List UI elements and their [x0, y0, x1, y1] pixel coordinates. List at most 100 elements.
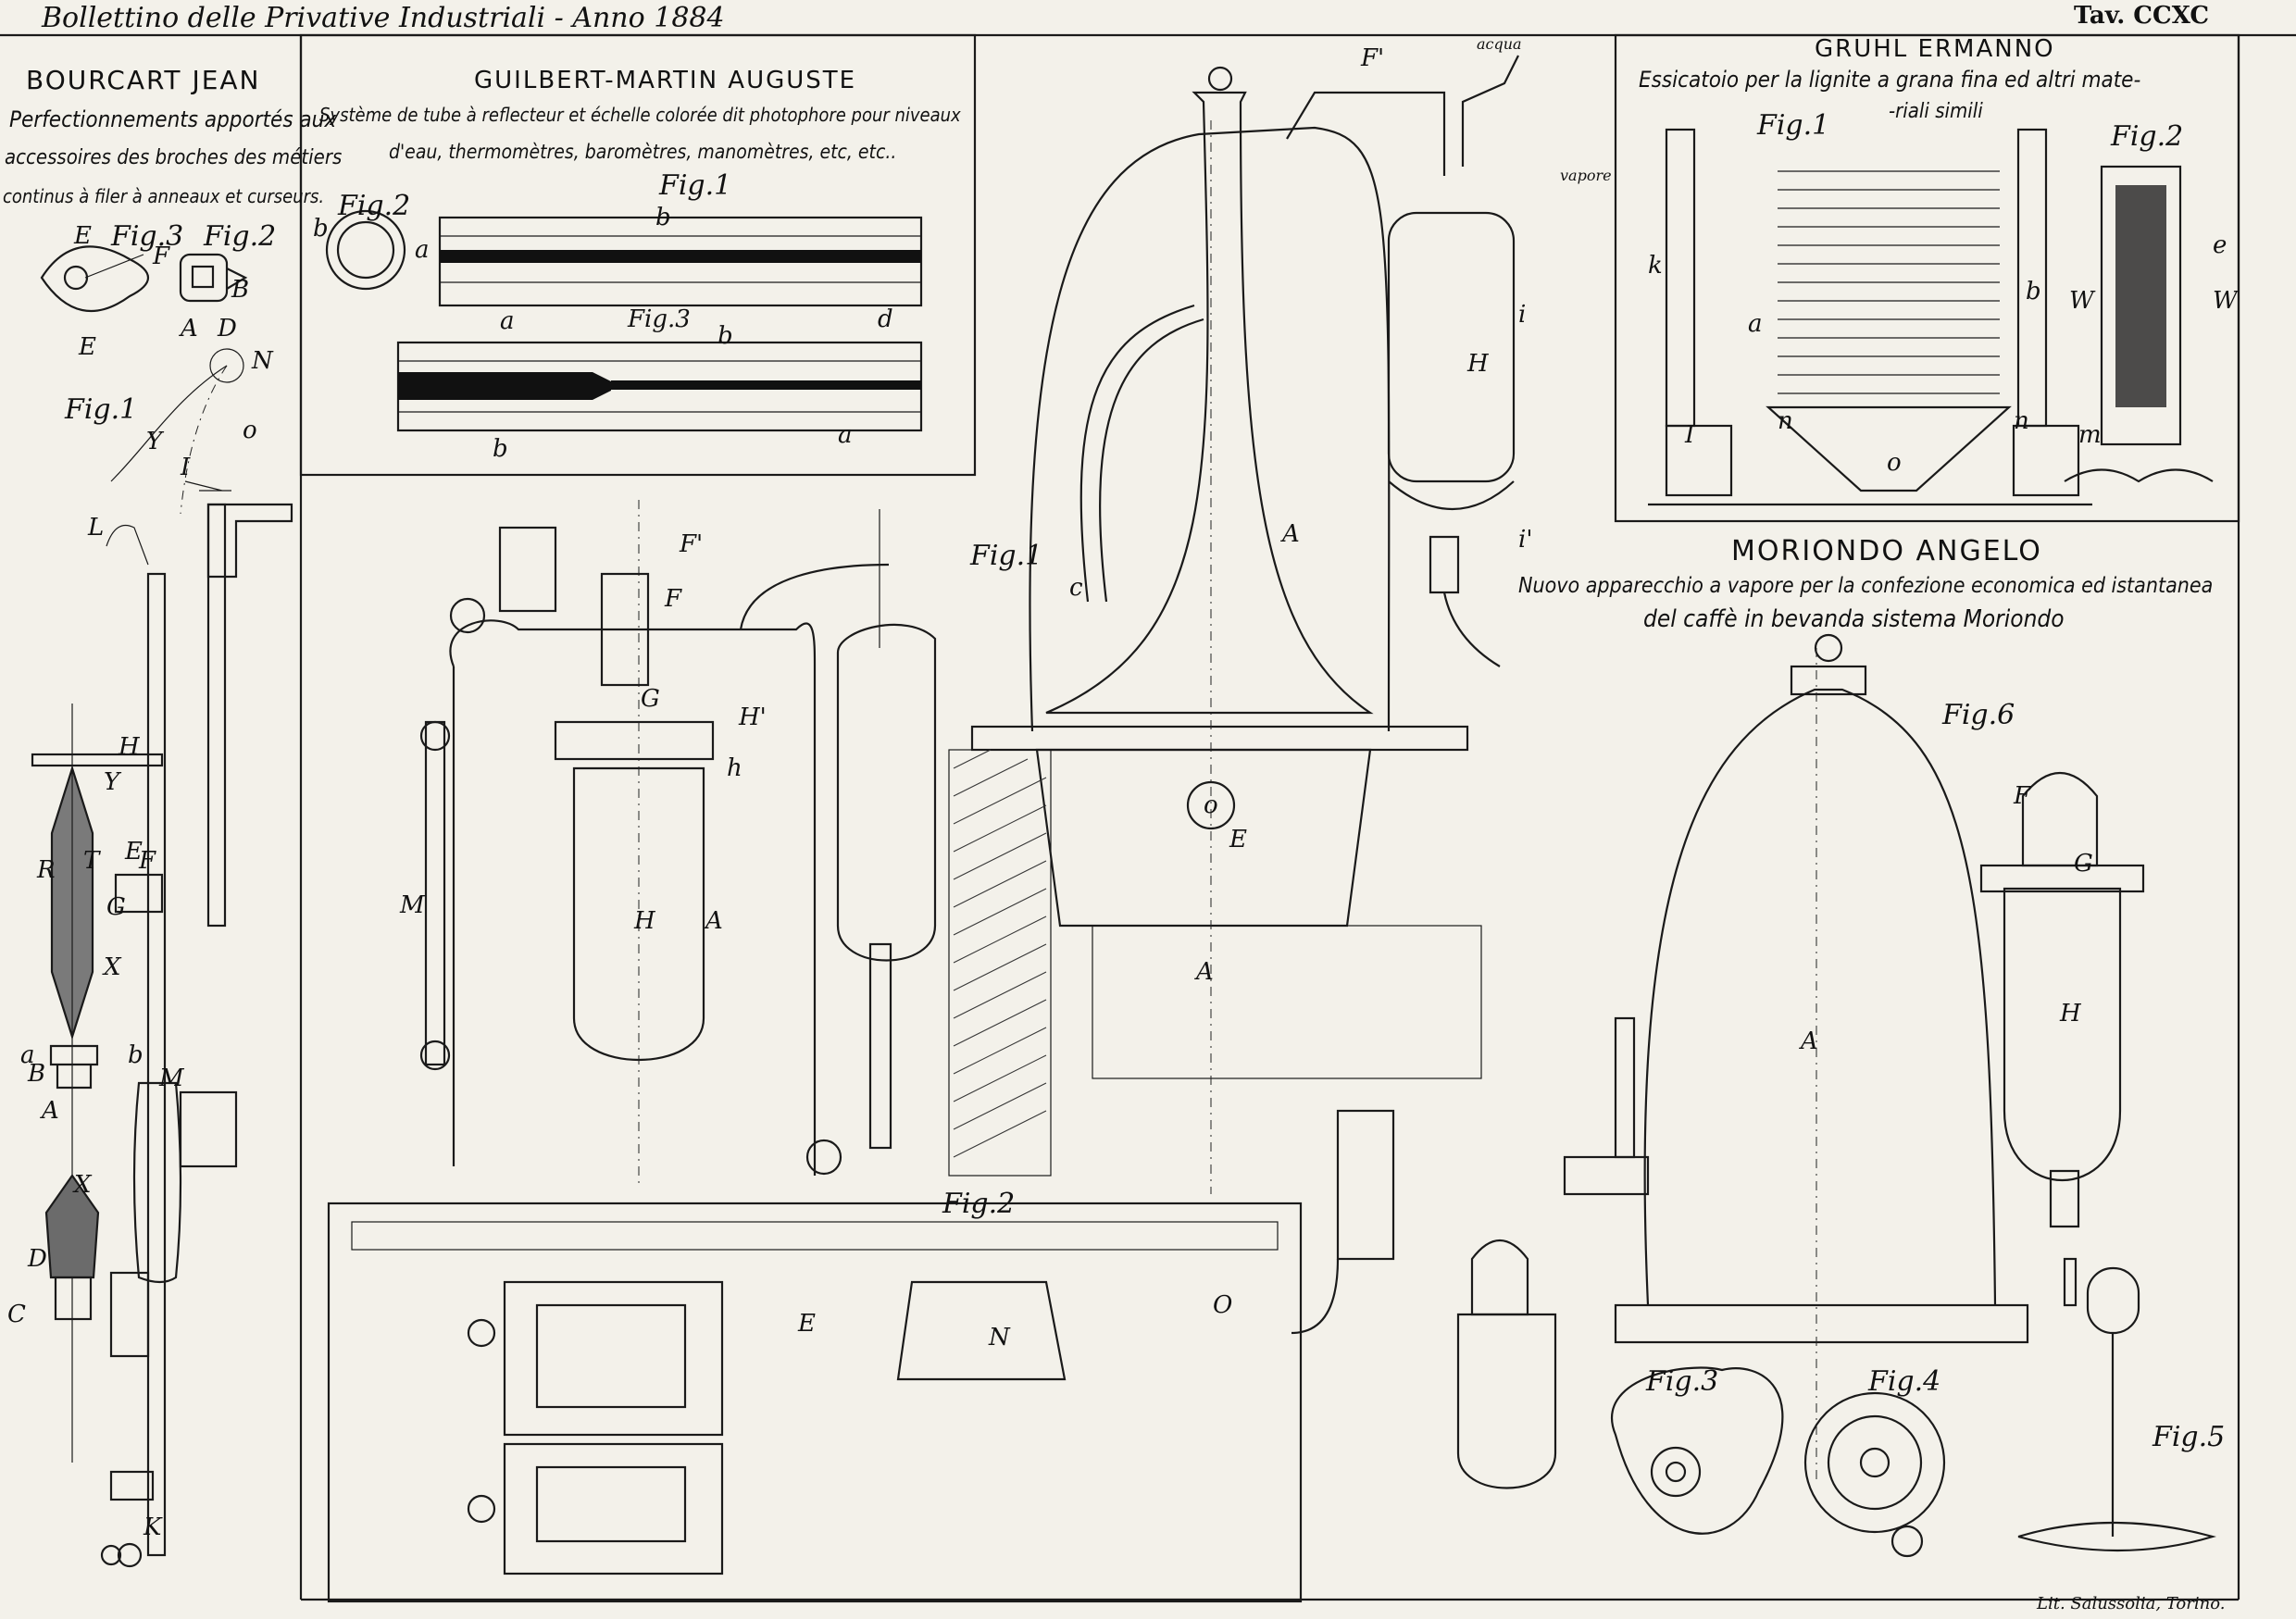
guilbert-desc-1: Système de tube à reflecteur et échelle … — [319, 104, 961, 126]
guilbert-fig2-label: Fig.2 — [338, 190, 411, 222]
gruhl-label-w1: W — [2069, 287, 2094, 315]
bourcart-label-k: K — [144, 1513, 162, 1541]
gruhl-fig1-label: Fig.1 — [1757, 109, 1830, 142]
bourcart-label-h: H — [119, 733, 140, 761]
bourcart-fig2-label: Fig.2 — [204, 220, 277, 253]
bourcart-label-e2: E — [79, 333, 96, 361]
bourcart-label-t: T — [83, 847, 100, 875]
bourcart-label-m: M — [159, 1065, 184, 1092]
bourcart-label-a-small: a — [20, 1041, 35, 1069]
journal-header: Bollettino delle Privative Industriali -… — [42, 2, 725, 34]
bourcart-label-a2: A — [42, 1097, 59, 1125]
moriondo-label-m: M — [400, 891, 425, 919]
moriondo-fig1-left — [419, 500, 937, 1185]
moriondo-fig1-urn — [948, 55, 1519, 1194]
moriondo-label-iprime: i' — [1518, 526, 1533, 554]
bourcart-fig3-label: Fig.3 — [111, 220, 184, 253]
moriondo-label-fprime-top: F' — [1361, 44, 1385, 72]
bourcart-label-r: R — [37, 856, 56, 884]
moriondo-label-f: F — [665, 585, 682, 613]
moriondo-fig2-furnace — [327, 1109, 1395, 1603]
guilbert-desc-2: d'eau, thermomètres, baromètres, manomèt… — [389, 141, 897, 163]
bourcart-label-b-small: b — [128, 1041, 144, 1069]
moriondo-fig5-label: Fig.5 — [2152, 1421, 2226, 1453]
moriondo-name: MORIONDO ANGELO — [1731, 535, 2042, 567]
bourcart-label-e3: E — [125, 838, 143, 866]
moriondo-label-hprime: H' — [739, 704, 767, 731]
moriondo-label-acqua: acqua — [1477, 35, 1522, 53]
bourcart-fig1 — [31, 348, 293, 1568]
plate-number: Tav. CCXC — [2074, 2, 2210, 30]
bourcart-name: BOURCART JEAN — [26, 65, 261, 95]
gruhl-label-a: a — [1748, 310, 1763, 338]
moriondo-fig1-steamcock — [1456, 1016, 1650, 1489]
moriondo-label-h-small: h — [727, 754, 742, 782]
moriondo-fig3-flange — [1611, 1366, 1784, 1535]
guilbert-label-b2: b — [655, 204, 671, 231]
gruhl-desc-2: -riali simili — [1889, 100, 1983, 123]
moriondo-label-a-fig6: A — [1801, 1027, 1818, 1055]
guilbert-label-b3: b — [718, 322, 733, 350]
gruhl-fig2-checker — [2064, 165, 2214, 483]
bourcart-label-x1: X — [104, 953, 121, 981]
bourcart-fig2 — [179, 253, 248, 303]
moriondo-label-g-fig6: G — [2074, 850, 2093, 878]
bourcart-label-y2: Y — [104, 768, 120, 796]
gruhl-fig1-dryer — [1648, 128, 2092, 506]
bourcart-label-g: G — [106, 893, 126, 921]
gruhl-label-e: e — [2213, 231, 2227, 259]
guilbert-label-b4: b — [493, 435, 508, 463]
panel-borders — [0, 33, 2296, 1601]
guilbert-fig2-ring — [325, 209, 406, 291]
gruhl-label-o: o — [1887, 449, 1902, 477]
guilbert-fig3-tube — [396, 341, 923, 432]
moriondo-label-n-fig2: N — [989, 1324, 1010, 1351]
bourcart-label-d2: D — [28, 1245, 47, 1273]
moriondo-fig3-label: Fig.3 — [1646, 1365, 1719, 1398]
moriondo-desc-1: Nuovo apparecchio a vapore per la confez… — [1518, 574, 2214, 598]
bourcart-label-l: L — [88, 514, 105, 542]
bourcart-label-a: A — [181, 315, 198, 342]
moriondo-fig2-label: Fig.2 — [942, 1188, 1016, 1220]
moriondo-label-e-fig1: E — [1229, 826, 1247, 853]
guilbert-label-b1: b — [313, 215, 329, 243]
gruhl-desc-1: Essicatoio per la lignite a grana fina e… — [1639, 67, 2141, 93]
moriondo-label-h-fig6: H — [2060, 1000, 2081, 1027]
moriondo-label-h-upper: H — [1467, 350, 1489, 378]
moriondo-label-o-fig2: O — [1213, 1291, 1233, 1319]
bourcart-label-x2: X — [74, 1171, 92, 1199]
guilbert-fig3-label: Fig.3 — [628, 305, 691, 333]
gruhl-label-b: b — [2026, 278, 2041, 305]
bourcart-desc-3: continus à filer à anneaux et curseurs. — [3, 185, 325, 207]
guilbert-label-d: d — [878, 305, 893, 333]
moriondo-label-i: i — [1518, 301, 1527, 329]
guilbert-label-a2: a — [500, 307, 515, 335]
guilbert-label-a3: a — [838, 421, 853, 449]
moriondo-fig1-label: Fig.1 — [970, 540, 1043, 572]
moriondo-label-vapore: vapore — [1560, 167, 1612, 184]
gruhl-label-i: I — [1685, 421, 1695, 449]
firebox-hatch — [953, 749, 1047, 1158]
gruhl-label-n1: n — [1778, 407, 1793, 435]
lithographer-credit: Lit. Salussolia, Torino. — [2037, 1594, 2226, 1613]
bourcart-label-n: N — [252, 347, 273, 375]
gruhl-name: GRUHL ERMANNO — [1815, 35, 2055, 63]
moriondo-label-a-left: A — [705, 907, 723, 935]
bourcart-label-e1: E — [74, 222, 92, 250]
bourcart-label-o: o — [243, 417, 257, 444]
gruhl-label-n2: n — [2014, 407, 2029, 435]
moriondo-label-h-left: H — [634, 907, 655, 935]
bourcart-label-b: B — [231, 276, 250, 304]
moriondo-label-e-fig2: E — [798, 1310, 816, 1338]
moriondo-label-g: G — [641, 685, 660, 713]
moriondo-label-a-cone: A — [1196, 958, 1214, 986]
guilbert-fig1-tube — [438, 216, 923, 307]
moriondo-label-c: c — [1069, 574, 1083, 602]
moriondo-fig6-label: Fig.6 — [1942, 699, 2015, 731]
moriondo-label-a-fig1: A — [1282, 520, 1300, 548]
moriondo-desc-2: del caffè in bevanda sistema Moriondo — [1643, 605, 2065, 633]
guilbert-fig1-label: Fig.1 — [659, 169, 732, 202]
bourcart-label-i: I — [181, 454, 191, 481]
bourcart-desc-2: accessoires des broches des métiers — [5, 146, 343, 169]
